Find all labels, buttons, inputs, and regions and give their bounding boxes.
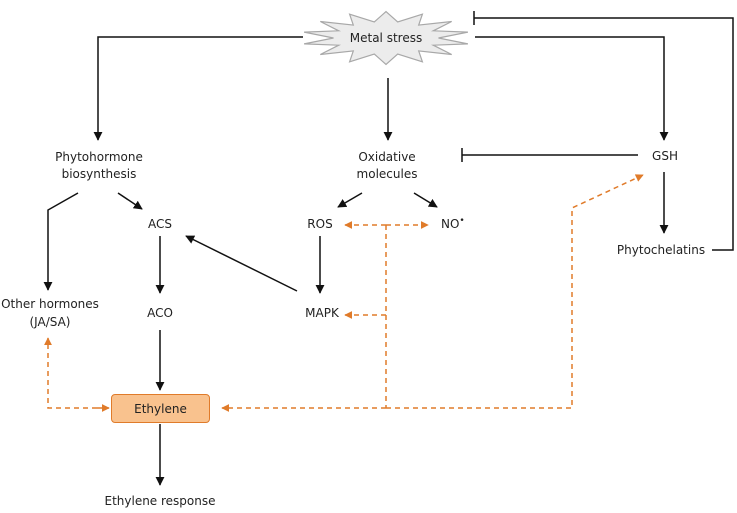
aco-label: ACO xyxy=(147,306,173,320)
arrow-oxidative-to-no xyxy=(413,192,438,208)
metal-stress-starburst xyxy=(303,10,469,66)
no-label: NO• xyxy=(441,216,465,232)
ethylene-node: Ethylene xyxy=(111,394,210,423)
arrow-stress-to-phytohormone xyxy=(93,36,303,141)
phytochelatins-label: Phytochelatins xyxy=(616,243,706,257)
other-hormones-label-line2: (JA/SA) xyxy=(29,315,71,329)
ros-label: ROS xyxy=(307,217,333,231)
ethylene-response-label: Ethylene response xyxy=(104,494,216,508)
arrow-stress-to-gsh xyxy=(475,36,669,141)
acs-label: ACS xyxy=(148,217,172,231)
phytohormone-label-line1: Phytohormone xyxy=(55,150,143,164)
other-hormones-label-line1: Other hormones xyxy=(1,297,99,311)
inhibition-phytochelatins-to-stress xyxy=(474,17,734,251)
oxidative-label-line1: Oxidative xyxy=(358,150,416,164)
phytohormone-label-line2: biosynthesis xyxy=(61,167,137,181)
gsh-label: GSH xyxy=(652,149,678,163)
arrow-oxidative-to-ros xyxy=(337,192,363,208)
arrow-phytohormone-to-other-hormones xyxy=(43,192,79,291)
arrow-phytohormone-to-acs xyxy=(117,192,143,210)
metal-stress-label: Metal stress xyxy=(349,31,423,45)
oxidative-label-line2: molecules xyxy=(356,167,418,181)
mapk-label: MAPK xyxy=(305,306,339,320)
ethylene-label: Ethylene xyxy=(134,401,187,416)
no-radical-dot: • xyxy=(459,216,465,226)
no-text: NO xyxy=(441,217,460,231)
dashed-arrow-ethylene-to-other-hormones xyxy=(44,337,97,409)
dashed-arrow-to-gsh xyxy=(386,174,644,409)
arrow-mapk-to-acs xyxy=(185,235,298,292)
